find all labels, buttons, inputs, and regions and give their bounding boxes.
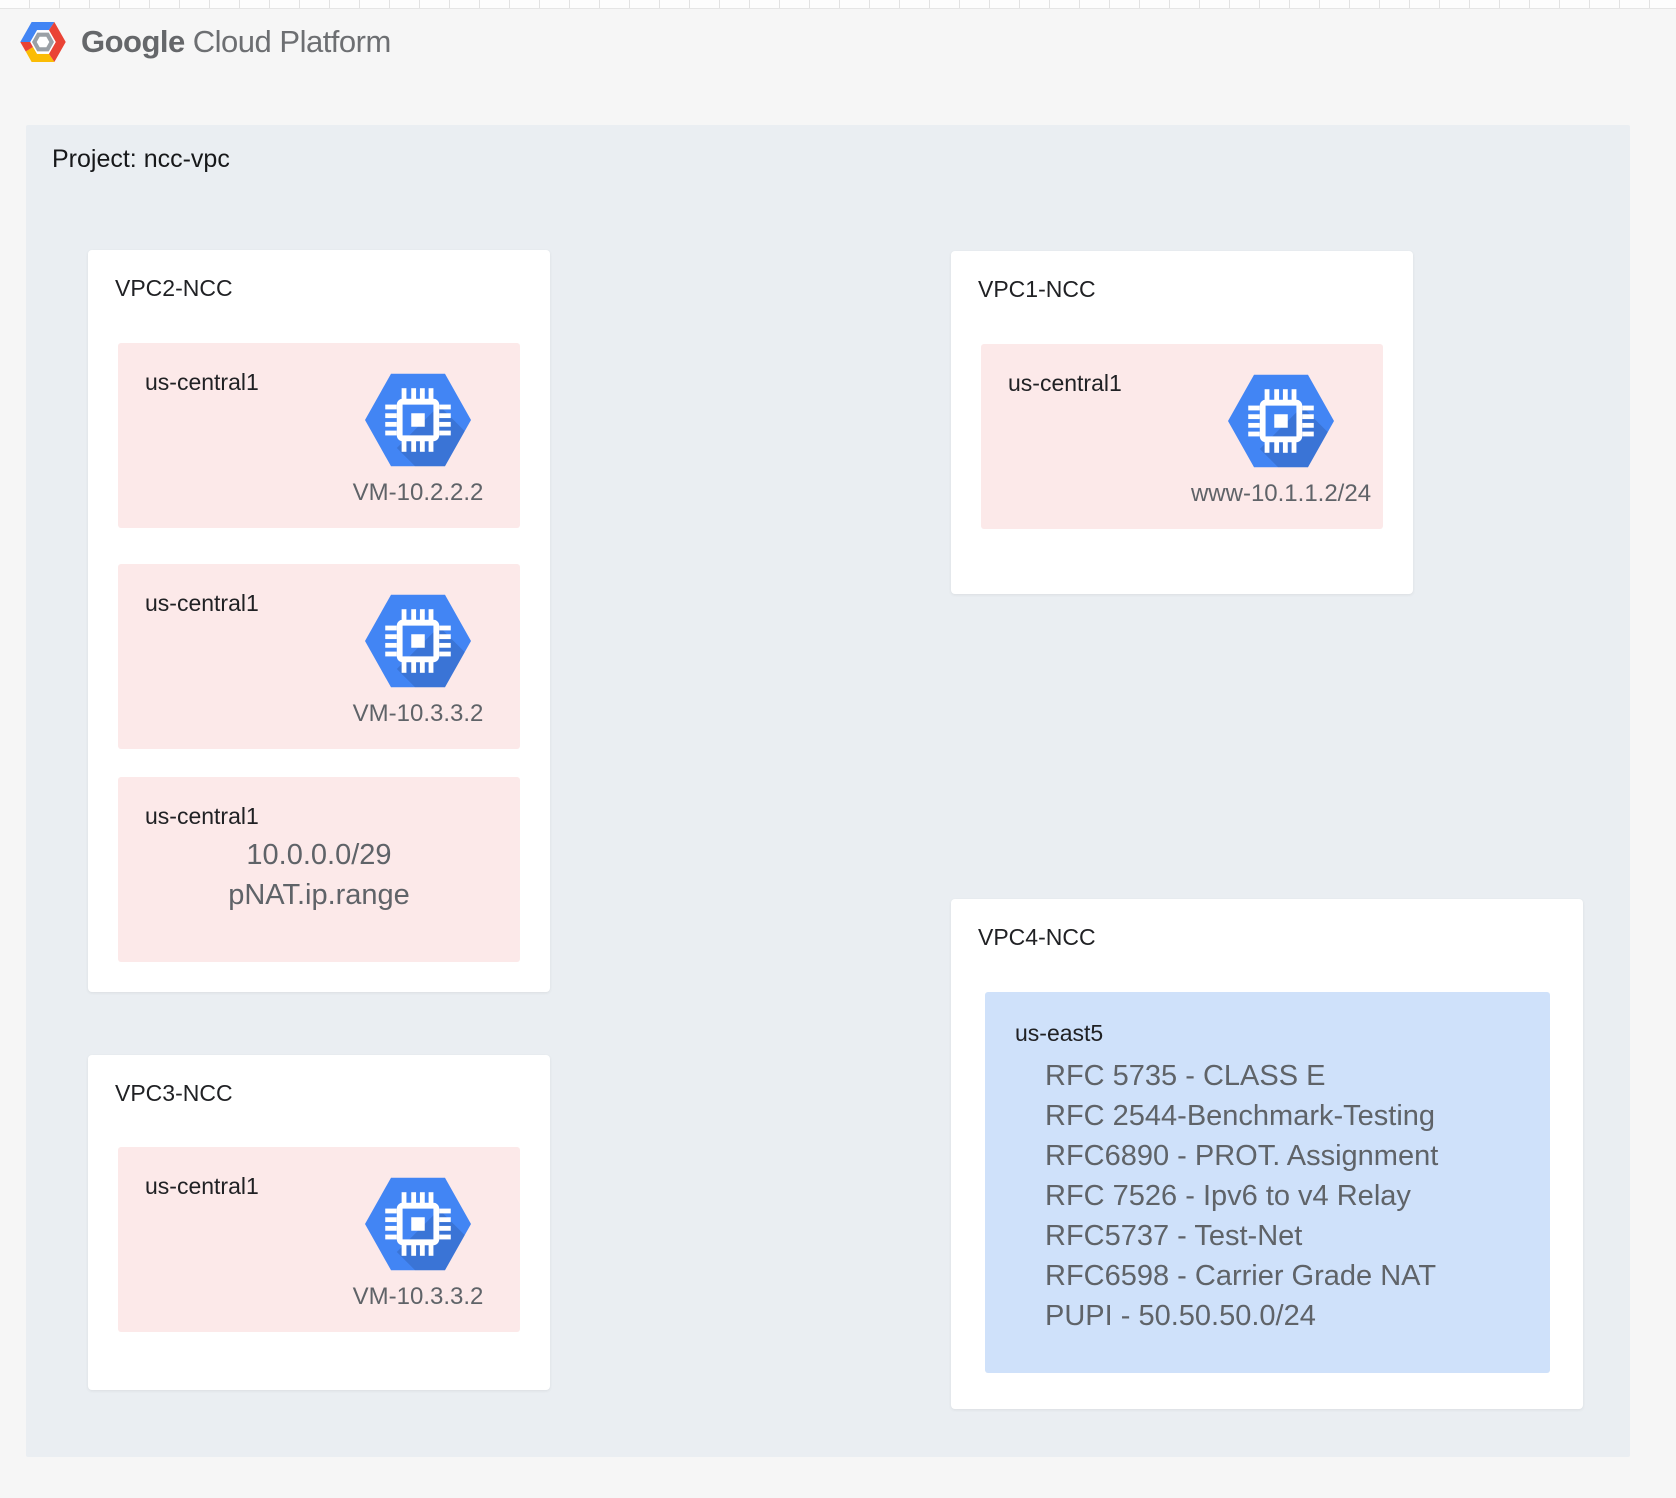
- vm-caption: VM-10.3.3.2: [352, 700, 484, 727]
- compute-engine-icon: [365, 373, 471, 467]
- region-label: us-east5: [1015, 1020, 1104, 1046]
- rfc-range-item: RFC6598 - Carrier Grade NAT: [1045, 1260, 1437, 1292]
- region-label: us-central1: [145, 369, 259, 395]
- rfc-range-item: RFC 5735 - CLASS E: [1045, 1060, 1326, 1092]
- vpc1-subnet-1: us-central1 www-10.1.1.2/24: [981, 344, 1383, 529]
- vpc1-title: VPC1-NCC: [978, 276, 1096, 302]
- rfc-range-item: RFC5737 - Test-Net: [1045, 1220, 1303, 1252]
- project-title: Project: ncc-vpc: [52, 145, 230, 173]
- vpc1-box: VPC1-NCC us-central1 www-10.1.1.2/24: [951, 251, 1413, 594]
- vm-caption: VM-10.3.3.2: [352, 1283, 484, 1310]
- vpc2-box: VPC2-NCC us-central1 VM-10.2.2.2 us-cent…: [88, 250, 550, 992]
- rfc-range-item: PUPI - 50.50.50.0/24: [1045, 1300, 1316, 1332]
- vpc2-title: VPC2-NCC: [115, 275, 233, 301]
- cidr-value: 10.0.0.0/29: [246, 839, 392, 871]
- vpc3-box: VPC3-NCC us-central1 VM-10.3.3.2: [88, 1055, 550, 1390]
- rfc-range-list: RFC 5735 - CLASS E RFC 2544-Benchmark-Te…: [1045, 1056, 1438, 1336]
- vpc4-box: VPC4-NCC us-east5 RFC 5735 - CLASS E RFC…: [951, 899, 1583, 1409]
- logo-cloud-platform-label: Cloud Platform: [192, 24, 392, 59]
- vpc3-subnet-1: us-central1 VM-10.3.3.2: [118, 1147, 520, 1332]
- vpc3-title: VPC3-NCC: [115, 1080, 233, 1106]
- vm-caption: VM-10.2.2.2: [352, 479, 484, 506]
- rfc-range-item: RFC6890 - PROT. Assignment: [1045, 1140, 1439, 1172]
- region-label: us-central1: [1008, 370, 1122, 396]
- vm-caption: www-10.1.1.2/24: [1190, 480, 1372, 507]
- project-container: Project: ncc-vpc VPC2-NCC us-central1 VM…: [26, 125, 1630, 1457]
- cidr-label: pNAT.ip.range: [228, 879, 410, 911]
- compute-engine-icon: [1228, 374, 1334, 468]
- rfc-range-item: RFC 2544-Benchmark-Testing: [1045, 1100, 1436, 1132]
- compute-engine-icon: [365, 1177, 471, 1271]
- canvas-grid-ruler: [0, 0, 1676, 9]
- region-label: us-central1: [145, 803, 259, 829]
- vpc2-subnet-2: us-central1 VM-10.3.3.2: [118, 564, 520, 749]
- logo-google-label: Google: [81, 24, 185, 59]
- nat-ip-range: 10.0.0.0/29 pNAT.ip.range: [118, 835, 520, 915]
- gcp-hexagon-logo-icon: [20, 22, 66, 62]
- vpc4-title: VPC4-NCC: [978, 924, 1096, 950]
- rfc-range-item: RFC 7526 - Ipv6 to v4 Relay: [1045, 1180, 1411, 1212]
- vpc4-subnet-us-east5: us-east5 RFC 5735 - CLASS E RFC 2544-Ben…: [985, 992, 1550, 1373]
- compute-engine-icon: [365, 594, 471, 688]
- region-label: us-central1: [145, 590, 259, 616]
- region-label: us-central1: [145, 1173, 259, 1199]
- vpc2-subnet-1: us-central1 VM-10.2.2.2: [118, 343, 520, 528]
- vpc2-subnet-3: us-central1 10.0.0.0/29 pNAT.ip.range: [118, 777, 520, 962]
